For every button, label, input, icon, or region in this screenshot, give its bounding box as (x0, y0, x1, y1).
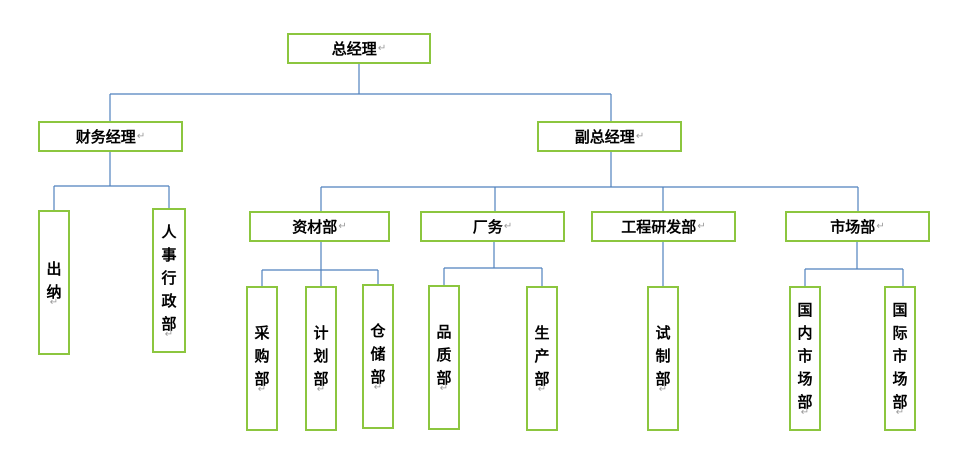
purchasing-label: 采购部 (254, 324, 270, 388)
ceo-box: 总经理↵ (287, 33, 431, 64)
paragraph-mark-icon: ↵ (377, 43, 387, 54)
materials-box: 资材部↵ (249, 211, 390, 242)
domestic-market-label: 国内市场部 (797, 301, 813, 411)
international-market-label: 国际市场部 (892, 301, 908, 411)
paragraph-mark-icon: ↵ (537, 384, 547, 395)
paragraph-mark-icon: ↵ (164, 329, 174, 340)
paragraph-mark-icon: ↵ (876, 221, 885, 232)
domestic-market-box: 国内市场部↵ (789, 286, 821, 431)
international-market-box: 国际市场部↵ (884, 286, 916, 431)
paragraph-mark-icon: ↵ (257, 384, 267, 395)
engineering-rd-box: 工程研发部↵ (591, 211, 736, 242)
paragraph-mark-icon: ↵ (49, 296, 59, 308)
hr-admin-label: 人事行政部 (161, 223, 177, 333)
deputy-gm-label: 副总经理 (574, 128, 635, 146)
purchasing-box: 采购部↵ (246, 286, 278, 431)
engineering-rd-label: 工程研发部 (621, 218, 697, 236)
trial-production-label: 试制部 (655, 324, 671, 388)
cashier-label: 出纳 (46, 259, 62, 301)
planning-label: 计划部 (313, 324, 329, 388)
paragraph-mark-icon: ↵ (635, 131, 645, 142)
production-label: 生产部 (534, 324, 550, 388)
factory-label: 厂务 (472, 218, 503, 236)
production-box: 生产部↵ (526, 286, 558, 431)
paragraph-mark-icon: ↵ (800, 407, 810, 418)
quality-box: 品质部↵ (428, 285, 460, 430)
planning-box: 计划部↵ (305, 286, 337, 431)
quality-label: 品质部 (436, 323, 452, 387)
paragraph-mark-icon: ↵ (373, 382, 383, 393)
paragraph-mark-icon: ↵ (136, 131, 146, 142)
paragraph-mark-icon: ↵ (338, 221, 347, 232)
paragraph-mark-icon: ↵ (895, 407, 905, 418)
hr-admin-box: 人事行政部↵ (152, 208, 186, 353)
marketing-box: 市场部↵ (785, 211, 930, 242)
paragraph-mark-icon: ↵ (316, 384, 326, 395)
trial-production-box: 试制部↵ (647, 286, 679, 431)
marketing-label: 市场部 (830, 218, 876, 236)
warehouse-box: 仓储部↵ (362, 284, 394, 429)
factory-box: 厂务↵ (420, 211, 565, 242)
materials-label: 资材部 (292, 218, 338, 236)
paragraph-mark-icon: ↵ (503, 221, 513, 232)
finance-manager-box: 财务经理↵ (38, 121, 183, 152)
warehouse-label: 仓储部 (370, 322, 386, 386)
paragraph-mark-icon: ↵ (439, 383, 449, 394)
cashier-box: 出纳↵ (38, 210, 70, 355)
paragraph-mark-icon: ↵ (658, 384, 668, 395)
ceo-label: 总经理 (331, 40, 377, 58)
finance-manager-label: 财务经理 (75, 128, 136, 146)
paragraph-mark-icon: ↵ (697, 221, 706, 232)
deputy-gm-box: 副总经理↵ (537, 121, 682, 152)
